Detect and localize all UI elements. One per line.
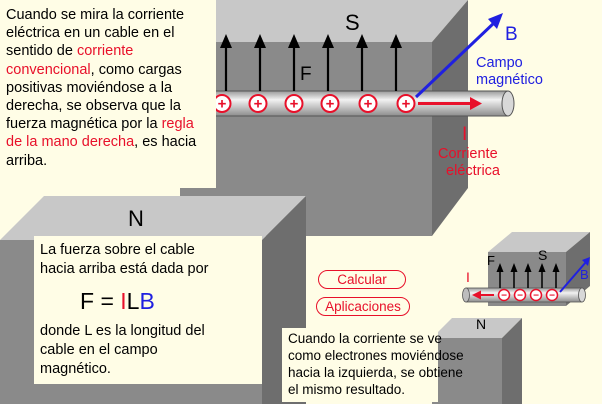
- small-force-arrow: [496, 263, 504, 288]
- positive-charge: +: [358, 94, 378, 113]
- force-line-3: donde L es la longitud del: [40, 323, 205, 339]
- minus-sign: −: [517, 291, 523, 302]
- negative-charge: −: [529, 288, 543, 302]
- current-label: I: [462, 124, 467, 145]
- intro-text-box: [0, 0, 216, 188]
- small-force-arrow: [510, 263, 518, 288]
- north-pole-label: N: [128, 206, 144, 231]
- force-line-2: hacia arriba está dada por: [40, 261, 209, 277]
- small-force-label: F: [487, 253, 495, 268]
- field-caption-2: magnético: [476, 72, 543, 88]
- positive-charges: + + + + + +: [212, 94, 416, 113]
- electron-diagram: S N F −−−− I B: [432, 232, 590, 404]
- south-pole-label: S: [345, 10, 360, 35]
- force-arrow: [288, 34, 300, 91]
- field-arrow: [414, 13, 503, 99]
- formula-force: F: [80, 288, 95, 314]
- plus-sign: +: [254, 96, 263, 113]
- force-line-1: La fuerza sobre el cable: [40, 242, 195, 258]
- formula-length: L: [126, 288, 140, 314]
- positive-charge: +: [212, 94, 232, 113]
- plus-sign: +: [290, 96, 299, 113]
- minus-sign: −: [533, 291, 539, 302]
- small-south-pole-label: S: [538, 247, 547, 263]
- negative-charges: −−−−: [497, 288, 559, 302]
- plus-sign: +: [326, 96, 335, 113]
- formula-current: I: [120, 288, 127, 314]
- force-arrow: [356, 34, 368, 91]
- field-caption-1: Campo: [476, 55, 523, 71]
- small-force-arrow: [524, 263, 532, 288]
- positive-charge: +: [396, 94, 416, 113]
- force-line-5: magnético.: [40, 361, 111, 377]
- force-arrow: [390, 34, 402, 91]
- plus-sign: +: [364, 96, 373, 113]
- calcular-button[interactable]: Calcular: [318, 270, 406, 289]
- intro-text-2: , como cargas positivas moviéndose a la …: [6, 61, 182, 133]
- field-label: B: [505, 24, 518, 45]
- electron-note-box: [282, 328, 438, 402]
- conventional-current-link[interactable]: corriente convencional: [6, 43, 134, 78]
- intro-paragraph: Cuando se mira la corriente eléctrica en…: [6, 6, 210, 170]
- force-arrow: [254, 34, 266, 91]
- force-arrows: [220, 34, 402, 91]
- force-arrow: [220, 34, 232, 91]
- negative-charge: −: [545, 288, 559, 302]
- force-explanation-box: [34, 236, 262, 384]
- intro-text-3: , es hacia arriba.: [6, 134, 197, 169]
- plus-sign: +: [402, 96, 411, 113]
- negative-charge: −: [513, 288, 527, 302]
- positive-charge: +: [248, 94, 268, 113]
- right-hand-rule-link[interactable]: regla de la mano derecha: [6, 116, 194, 151]
- positive-charge: +: [284, 94, 304, 113]
- force-formula: F = ILB: [80, 288, 155, 314]
- electron-note-line-1: Cuando la corriente se ve: [288, 331, 442, 346]
- small-field-label: B: [580, 267, 589, 282]
- plus-sign: +: [218, 96, 227, 113]
- current-caption-2: eléctrica: [446, 163, 501, 179]
- small-force-arrow: [552, 263, 560, 288]
- negative-charge: −: [497, 288, 511, 302]
- minus-sign: −: [549, 291, 555, 302]
- positive-charge: +: [320, 94, 340, 113]
- intro-text-1: Cuando se mira la corriente eléctrica en…: [6, 7, 185, 60]
- small-force-arrows: [496, 263, 560, 288]
- electron-note-line-4: el mismo resultado.: [288, 382, 406, 397]
- electron-note-line-2: como electrones moviéndose: [288, 348, 464, 363]
- force-label: F: [300, 64, 312, 85]
- formula-equals: =: [94, 288, 121, 314]
- current-caption-1: Corriente: [438, 146, 498, 162]
- minus-sign: −: [501, 291, 507, 302]
- current-arrow: [418, 97, 482, 110]
- formula-field: B: [139, 288, 155, 314]
- force-line-4: cable en el campo: [40, 342, 158, 358]
- electron-note-line-3: hacia la izquierda, se obtiene: [288, 365, 463, 380]
- small-current-label: I: [466, 269, 470, 285]
- small-force-arrow: [538, 263, 546, 288]
- force-arrow: [322, 34, 334, 91]
- aplicaciones-button[interactable]: Aplicaciones: [316, 297, 410, 316]
- small-north-pole-label: N: [476, 316, 486, 332]
